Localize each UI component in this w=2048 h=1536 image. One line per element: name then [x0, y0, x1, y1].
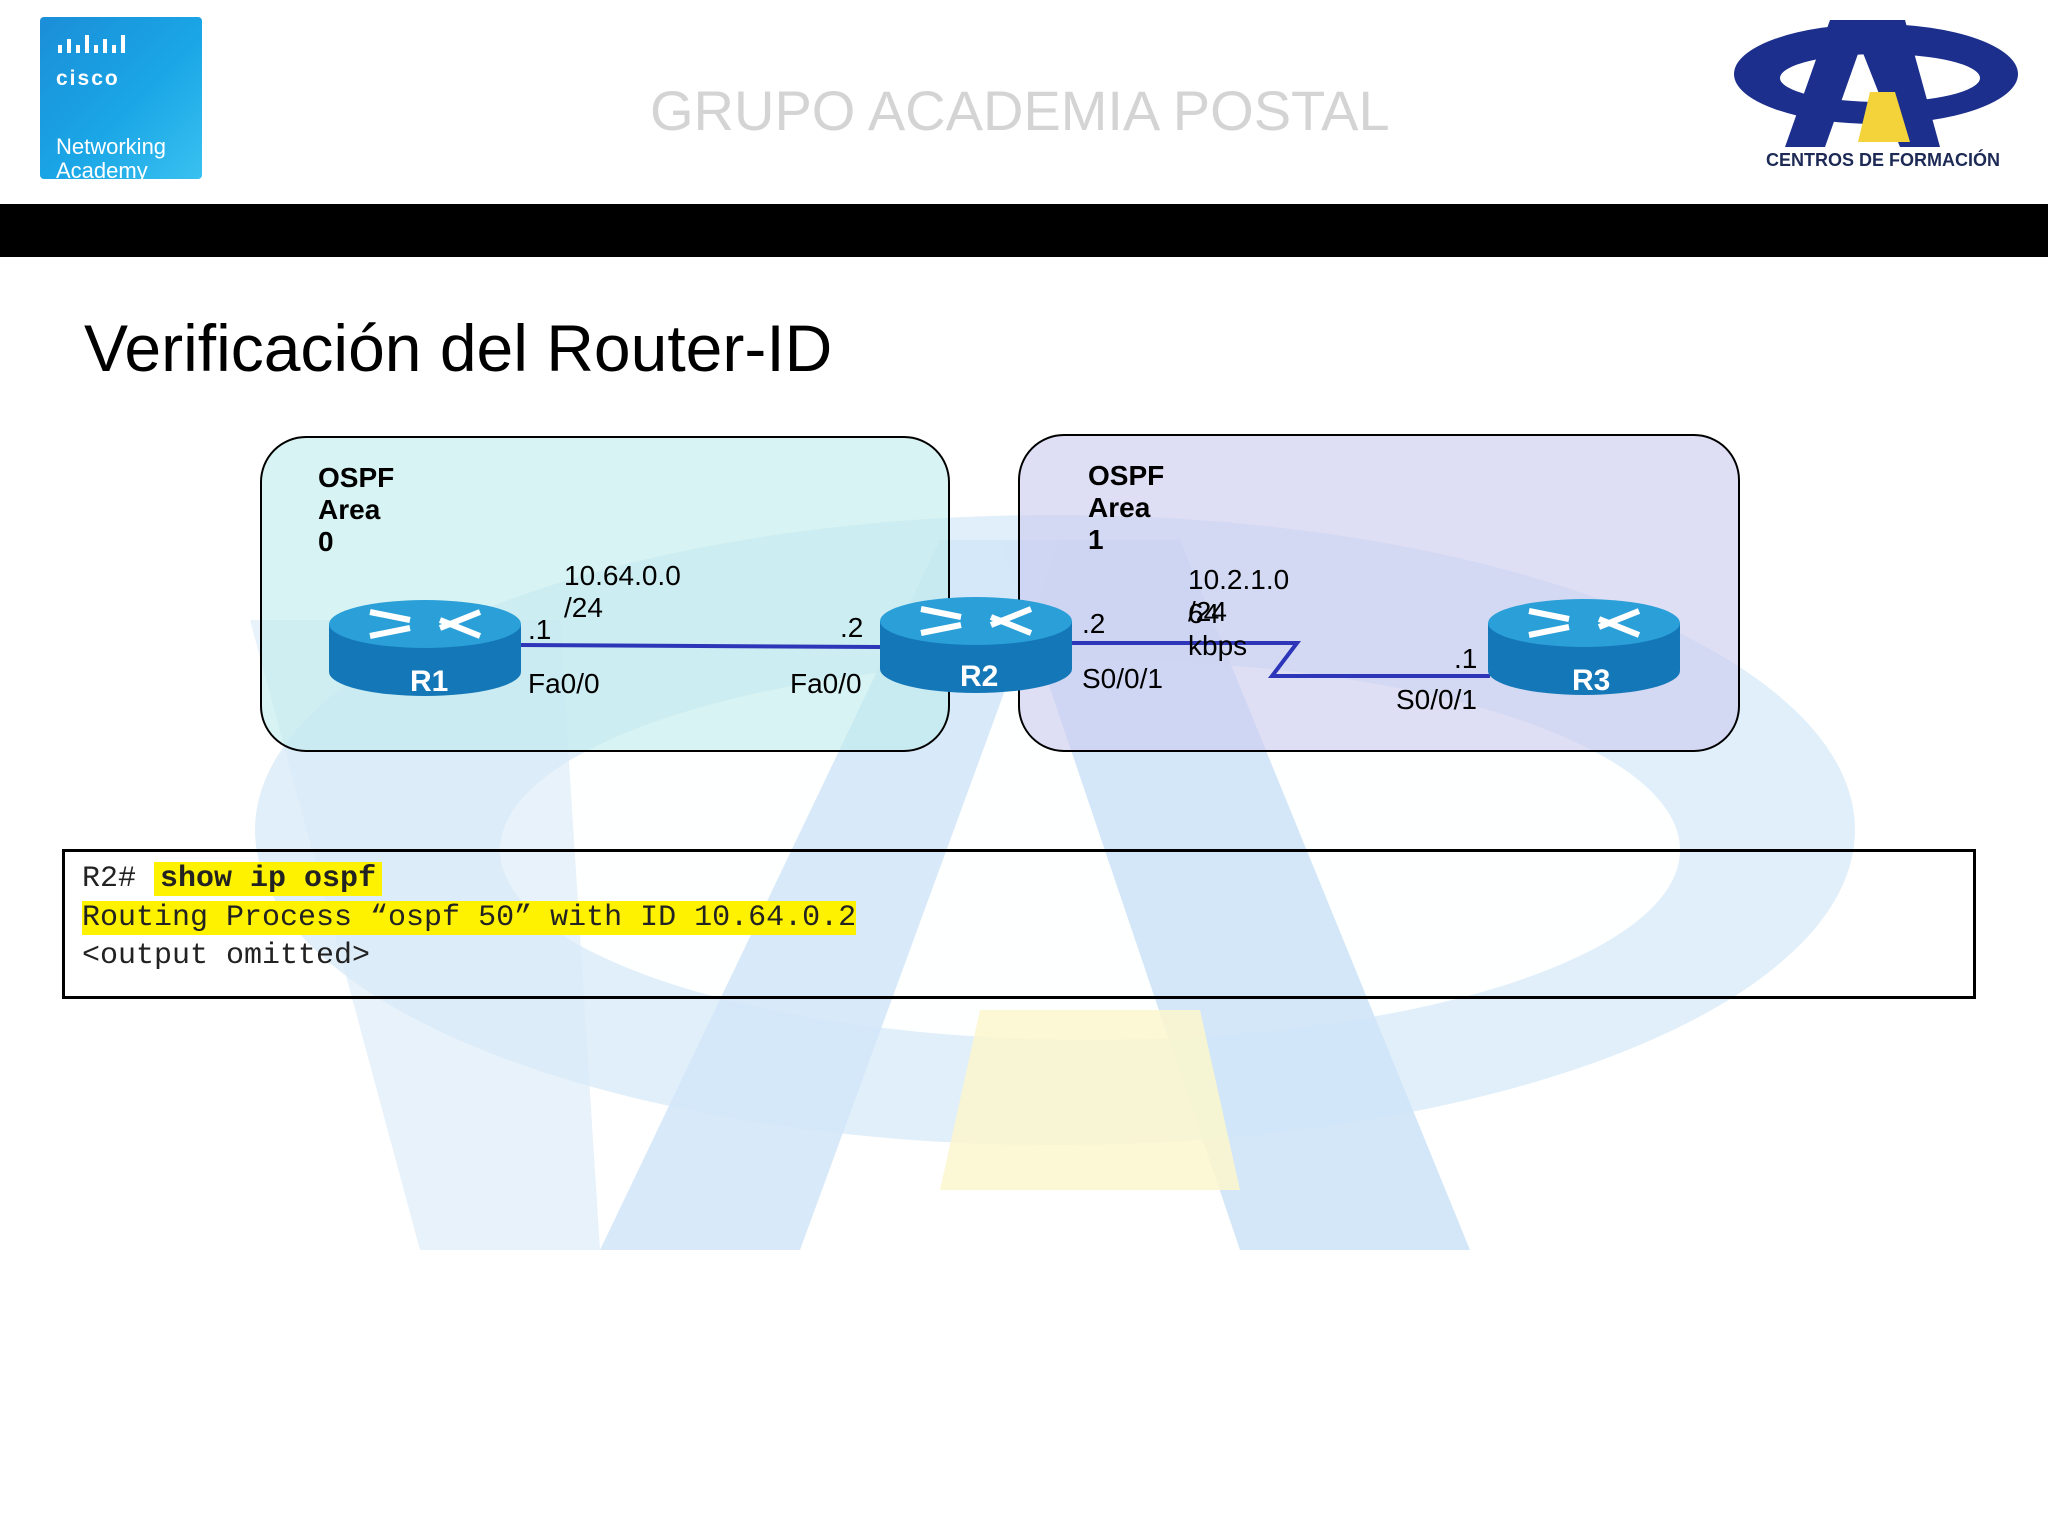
area-0-label: OSPF Area 0: [318, 462, 395, 557]
cisco-sub-line2: Academy: [56, 158, 148, 183]
cli-routing-process: Routing Process “ospf 50” with ID 10.64.…: [82, 901, 857, 935]
area-1-label: OSPF Area 1: [1088, 460, 1165, 555]
link1-network: 10.64.0.0 /24: [564, 560, 681, 623]
link1-right-ip: .2: [840, 612, 864, 643]
router-r3-label: R3: [1572, 664, 1611, 697]
networking-academy-text: Networking Academy: [56, 135, 166, 183]
router-r3-icon: [1488, 599, 1680, 695]
router-r2-icon: [880, 597, 1072, 693]
cli-command-line: R2# show ip ospf: [82, 862, 383, 896]
header-title: GRUPO ACADEMIA POSTAL: [650, 79, 1390, 142]
cisco-networking-academy-logo: cisco Networking Academy: [40, 17, 202, 183]
right-logo-caption: CENTROS DE FORMACIÓN: [1766, 150, 2000, 170]
link1-left-ip: .1: [528, 614, 552, 645]
links-layer: [329, 597, 1680, 696]
router-r1-icon: [329, 600, 521, 696]
cli-output-line: Routing Process “ospf 50” with ID 10.64.…: [82, 901, 857, 935]
link1-right-interface: Fa0/0: [790, 668, 862, 699]
cli-omitted-line: <output omitted>: [82, 939, 371, 973]
slide-header: cisco Networking Academy GRUPO ACADEMIA …: [0, 0, 2048, 204]
link2-speed: 64 kbps: [1188, 598, 1248, 661]
link-r2-r3-serial: [1072, 641, 1490, 678]
slide-title: Verificación del Router-ID: [84, 311, 833, 385]
link-r1-r2: [519, 643, 881, 649]
link1-left-interface: Fa0/0: [528, 668, 600, 699]
link2-left-interface: S0/0/1: [1082, 663, 1163, 694]
link2-network: 10.2.1.0 /24: [1188, 564, 1290, 627]
header-divider-bar: [0, 204, 2048, 257]
link2-right-ip: .1: [1454, 643, 1478, 674]
cli-prompt: R2#: [82, 862, 137, 896]
link2-right-interface: S0/0/1: [1396, 684, 1477, 715]
link2-left-ip: .2: [1082, 608, 1106, 639]
ospf-area-0-box: [260, 436, 950, 752]
ospf-area-1-box: [1018, 434, 1740, 752]
cisco-sub-line1: Networking: [56, 134, 167, 159]
router-r2-label: R2: [960, 660, 999, 693]
cli-output-box: R2# show ip ospf Routing Process “ospf 5…: [62, 849, 1976, 999]
cisco-wordmark: cisco: [56, 67, 120, 90]
cisco-bars-icon: [58, 35, 125, 53]
academia-postal-logo: [1734, 20, 2018, 147]
cli-command: show ip ospf: [154, 862, 383, 896]
router-r1-label: R1: [410, 665, 449, 698]
